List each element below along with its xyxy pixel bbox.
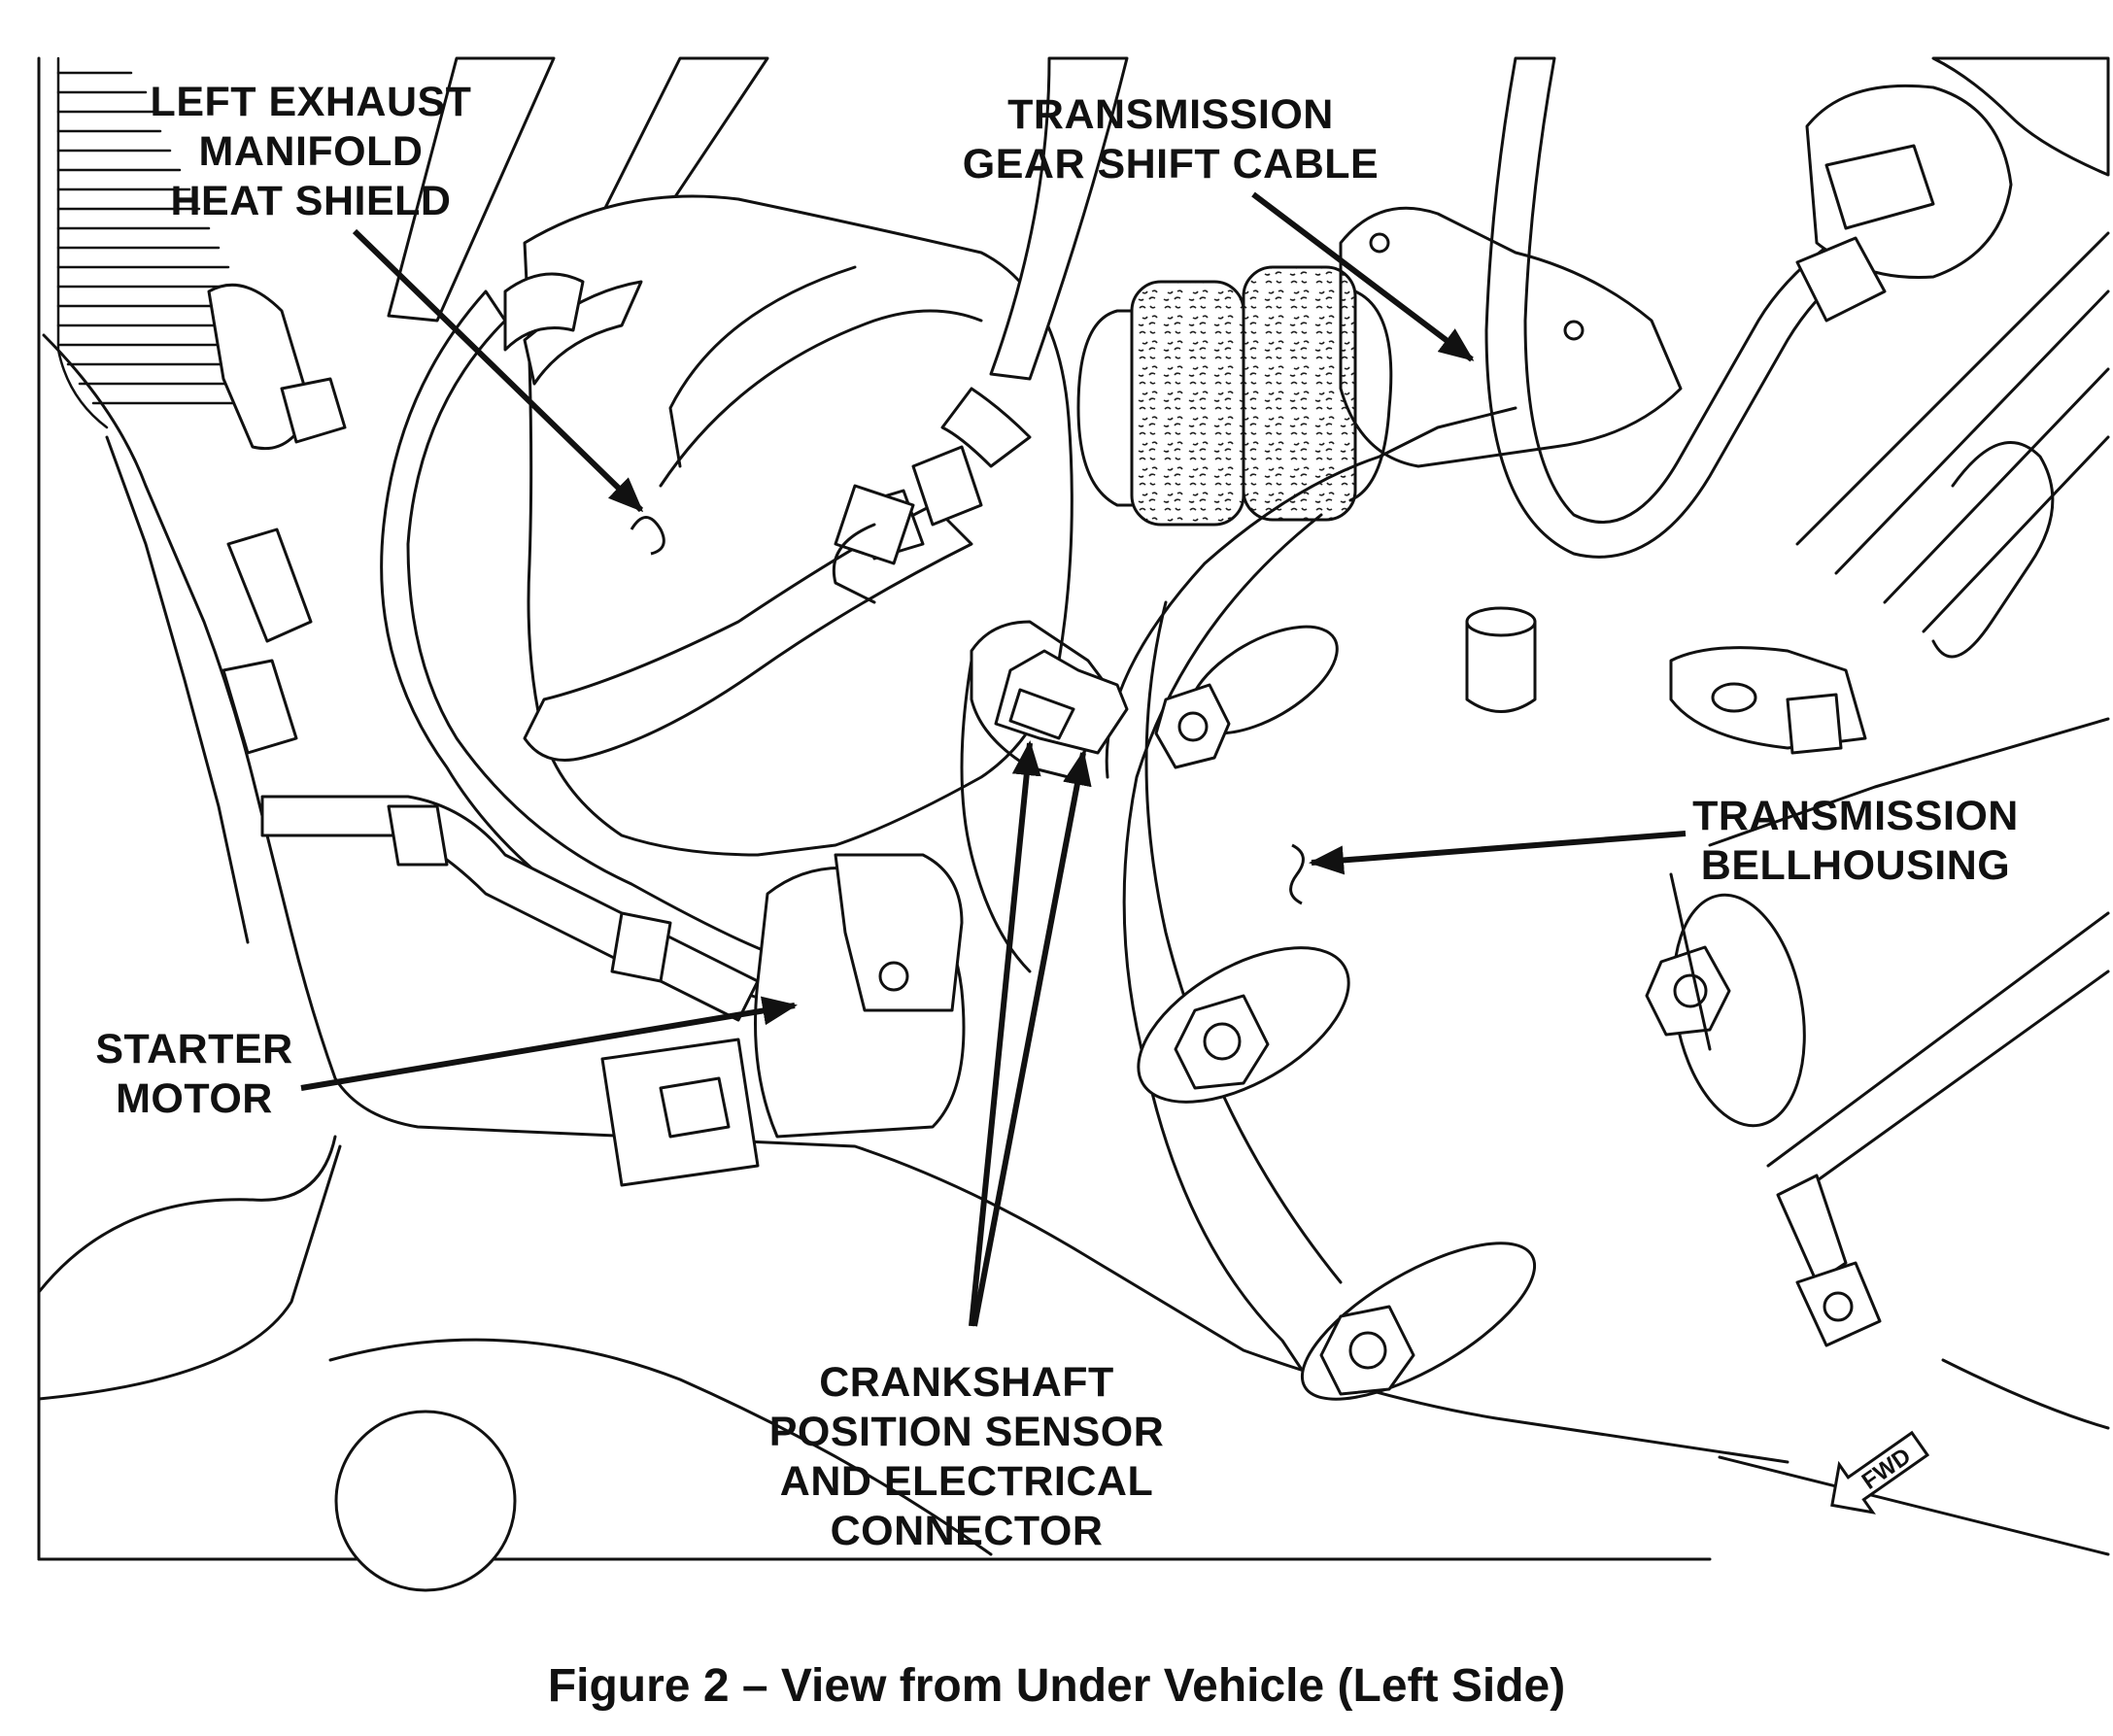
bolt-upper [1154, 683, 1231, 769]
label-crank-sensor-line-1: CRANKSHAFT [819, 1359, 1114, 1406]
bracket-hole-2 [1563, 320, 1585, 341]
leader-lines [300, 191, 1687, 1327]
shift-cable-end-inner [1824, 144, 1935, 230]
shift-cable-boot [1795, 236, 1887, 323]
bolt-mid [1174, 994, 1270, 1090]
starter-solenoid [834, 853, 964, 1012]
leader-bellhousing [1309, 831, 1687, 875]
label-shift-cable-line-2: GEAR SHIFT CABLE [962, 141, 1380, 187]
right-drain-plug-center [1823, 1291, 1854, 1322]
label-bellhousing-line-2: BELLHOUSING [1700, 842, 2011, 889]
right-bracket-tab [1786, 693, 1843, 755]
hose-fitting-top [503, 272, 585, 352]
lower-pipe-clamp [387, 804, 449, 867]
lower-left-ridge [37, 1144, 342, 1401]
sensor-lead-lower [832, 523, 876, 604]
right-tube-loop [1931, 441, 2055, 659]
sensor-lead-upper [989, 56, 1129, 381]
engine-block-outline [42, 333, 1789, 1464]
right-post [1776, 1174, 1848, 1284]
heat-shield-groove [668, 265, 857, 468]
label-shift-cable: TRANSMISSION GEAR SHIFT CABLE [942, 90, 1399, 189]
label-crank-sensor-line-3: AND ELECTRICAL [779, 1458, 1154, 1505]
figure-caption: Figure 2 – View from Under Vehicle (Left… [547, 1660, 1566, 1712]
bellhousing-outline [1122, 513, 1323, 1372]
left-bracket-lower [226, 528, 313, 643]
heater-hose [523, 503, 973, 762]
right-lower-panel [1766, 911, 2110, 1197]
foam-insulator-wrap-2 [1242, 265, 1357, 522]
crank-sensor-tab [1008, 688, 1075, 740]
starter-mount-2 [659, 1076, 731, 1139]
foam-insulator-right-end [1348, 289, 1393, 502]
label-crank-sensor: CRANKSHAFT POSITION SENSOR AND ELECTRICA… [758, 1358, 1176, 1556]
foam-insulator [1076, 265, 1393, 527]
label-crank-sensor-line-4: CONNECTOR [830, 1508, 1104, 1554]
dowel-pin-top [1465, 606, 1537, 637]
boss-lower [1300, 1242, 1537, 1401]
bellhousing-face [1144, 600, 1343, 1284]
upper-right-bracket [1931, 56, 2110, 177]
right-tubes [1795, 231, 2110, 633]
leader-shift-cable [1251, 191, 1475, 362]
label-heat-shield-line-2: MANIFOLD [198, 128, 424, 175]
label-heat-shield-line-1: LEFT EXHAUST [150, 79, 472, 125]
right-bracket-hole [1711, 682, 1757, 713]
right-body-panel [1669, 717, 2110, 1051]
fwd-direction-marker: FWD [1830, 1430, 1930, 1515]
drain-hole [334, 1410, 517, 1592]
foam-insulator-wrap-1 [1130, 280, 1245, 527]
heat-shield-ridge [659, 309, 983, 488]
artwork [37, 56, 2110, 1592]
label-bellhousing-line-1: TRANSMISSION [1692, 793, 2019, 839]
leader-crank-sensor-2 [971, 750, 1092, 1327]
bolt-right [1645, 945, 1731, 1037]
label-heat-shield-line-3: HEAT SHIELD [170, 178, 452, 224]
foam-insulator-left-end [1076, 309, 1148, 507]
label-shift-cable-line-1: TRANSMISSION [1007, 91, 1334, 138]
label-crank-sensor-line-2: POSITION SENSOR [768, 1409, 1165, 1455]
leader-heat-shield [352, 228, 644, 513]
starter-bolt [878, 961, 909, 992]
dowel-pin [1465, 620, 1537, 713]
left-bracket-2 [222, 659, 298, 755]
bracket-hole-1 [1369, 232, 1390, 254]
crank-sensor-wire [960, 659, 1032, 973]
label-bellhousing: TRANSMISSION BELLHOUSING [1671, 792, 2040, 891]
lower-arc [328, 1338, 993, 1556]
sensor-fitting-upper [940, 387, 1032, 468]
label-starter: STARTER MOTOR [78, 1025, 311, 1124]
lower-left-structure [37, 1135, 337, 1294]
leader-crank-sensor-1 [969, 740, 1041, 1327]
bottom-right-edge [1718, 1455, 2110, 1556]
upper-rod [387, 56, 556, 323]
left-bracket-clip [280, 377, 347, 444]
label-starter-line-2: MOTOR [116, 1075, 273, 1122]
leader-starter [300, 996, 798, 1091]
engine-block-inner [105, 435, 250, 944]
bolt-lower [1319, 1305, 1415, 1396]
lower-pipe-clamp-2 [610, 911, 672, 983]
label-starter-line-1: STARTER [95, 1026, 293, 1072]
label-heat-shield: LEFT EXHAUST MANIFOLD HEAT SHIELD [136, 78, 486, 226]
right-edge-curve [1941, 1358, 2110, 1430]
heater-hose-fitting [911, 445, 983, 527]
leader-squiggles [630, 516, 1305, 905]
